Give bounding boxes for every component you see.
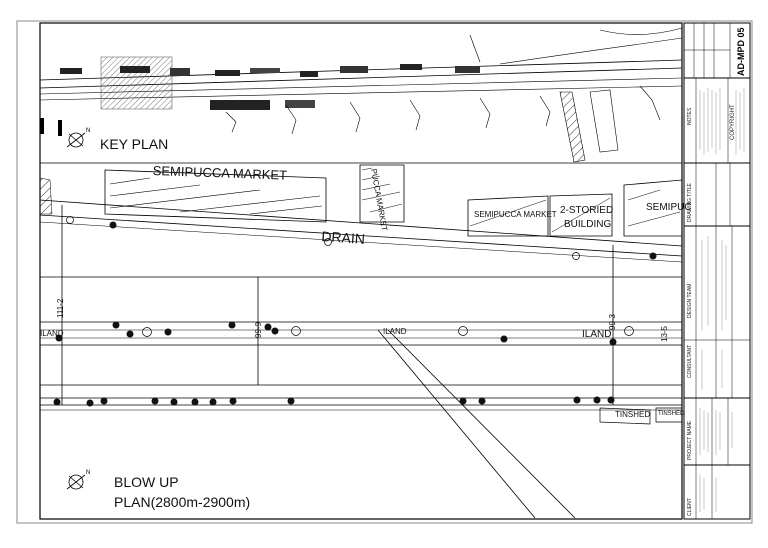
drawing-frame <box>39 22 683 520</box>
label-building: BUILDING <box>564 219 612 230</box>
label-tinshed-1: TINSHED <box>615 410 651 419</box>
svg-text:N: N <box>86 128 90 134</box>
svg-text:N: N <box>86 470 90 476</box>
blow-up-title-line1: BLOW UP <box>114 474 179 490</box>
label-two-storied: 2-STORIED <box>560 205 614 216</box>
poles <box>66 216 634 337</box>
label-drain: DRAIN <box>320 228 366 247</box>
sheet-border <box>16 20 753 524</box>
key-plan: N <box>39 27 683 163</box>
label-semipucca-right: SEMIPUC <box>646 202 692 213</box>
blow-up-north-arrow: N <box>66 470 90 490</box>
tinshed-2 <box>655 407 683 423</box>
title-block <box>683 22 751 520</box>
blow-up-plan: N <box>39 164 683 519</box>
tb-copyright: COPYRIGHT <box>730 104 736 140</box>
tinshed-1 <box>599 407 651 425</box>
label-tinshed-2: TINSHED <box>658 411 685 417</box>
label-semipucca-market-mid: SEMIPUCCA MARKET <box>474 210 557 219</box>
tb-consultant-heading: CONSULTANT <box>687 344 693 378</box>
tb-project-name-heading: PROJECT NAME <box>687 420 693 460</box>
tb-design-team-heading: DESIGN TEAM <box>687 283 693 318</box>
label-iland-right: ILAND <box>582 329 612 340</box>
chainage-mid: 99-9 <box>254 321 263 338</box>
blow-up-title-line2: PLAN(2800m-2900m) <box>114 494 251 510</box>
key-plan-highlight <box>100 56 173 110</box>
key-plan-title: KEY PLAN <box>100 136 169 152</box>
chainage-left: 111-2 <box>56 298 65 318</box>
tb-client-heading: CLIENT <box>687 498 693 516</box>
tb-notes-heading: NOTES <box>687 107 693 125</box>
chainage-right2: 13-5 <box>660 325 669 342</box>
tb-drawing-title-heading: DRAWING TITLE <box>687 183 693 222</box>
trees <box>53 221 657 407</box>
label-iland-left: ILAND <box>40 329 64 338</box>
chainage-right1: 99-3 <box>608 313 617 330</box>
label-iland-mid: ILAND <box>383 327 407 336</box>
drawing-number: AD-MPD 05 <box>736 27 746 76</box>
key-plan-north-arrow: N <box>66 128 90 148</box>
